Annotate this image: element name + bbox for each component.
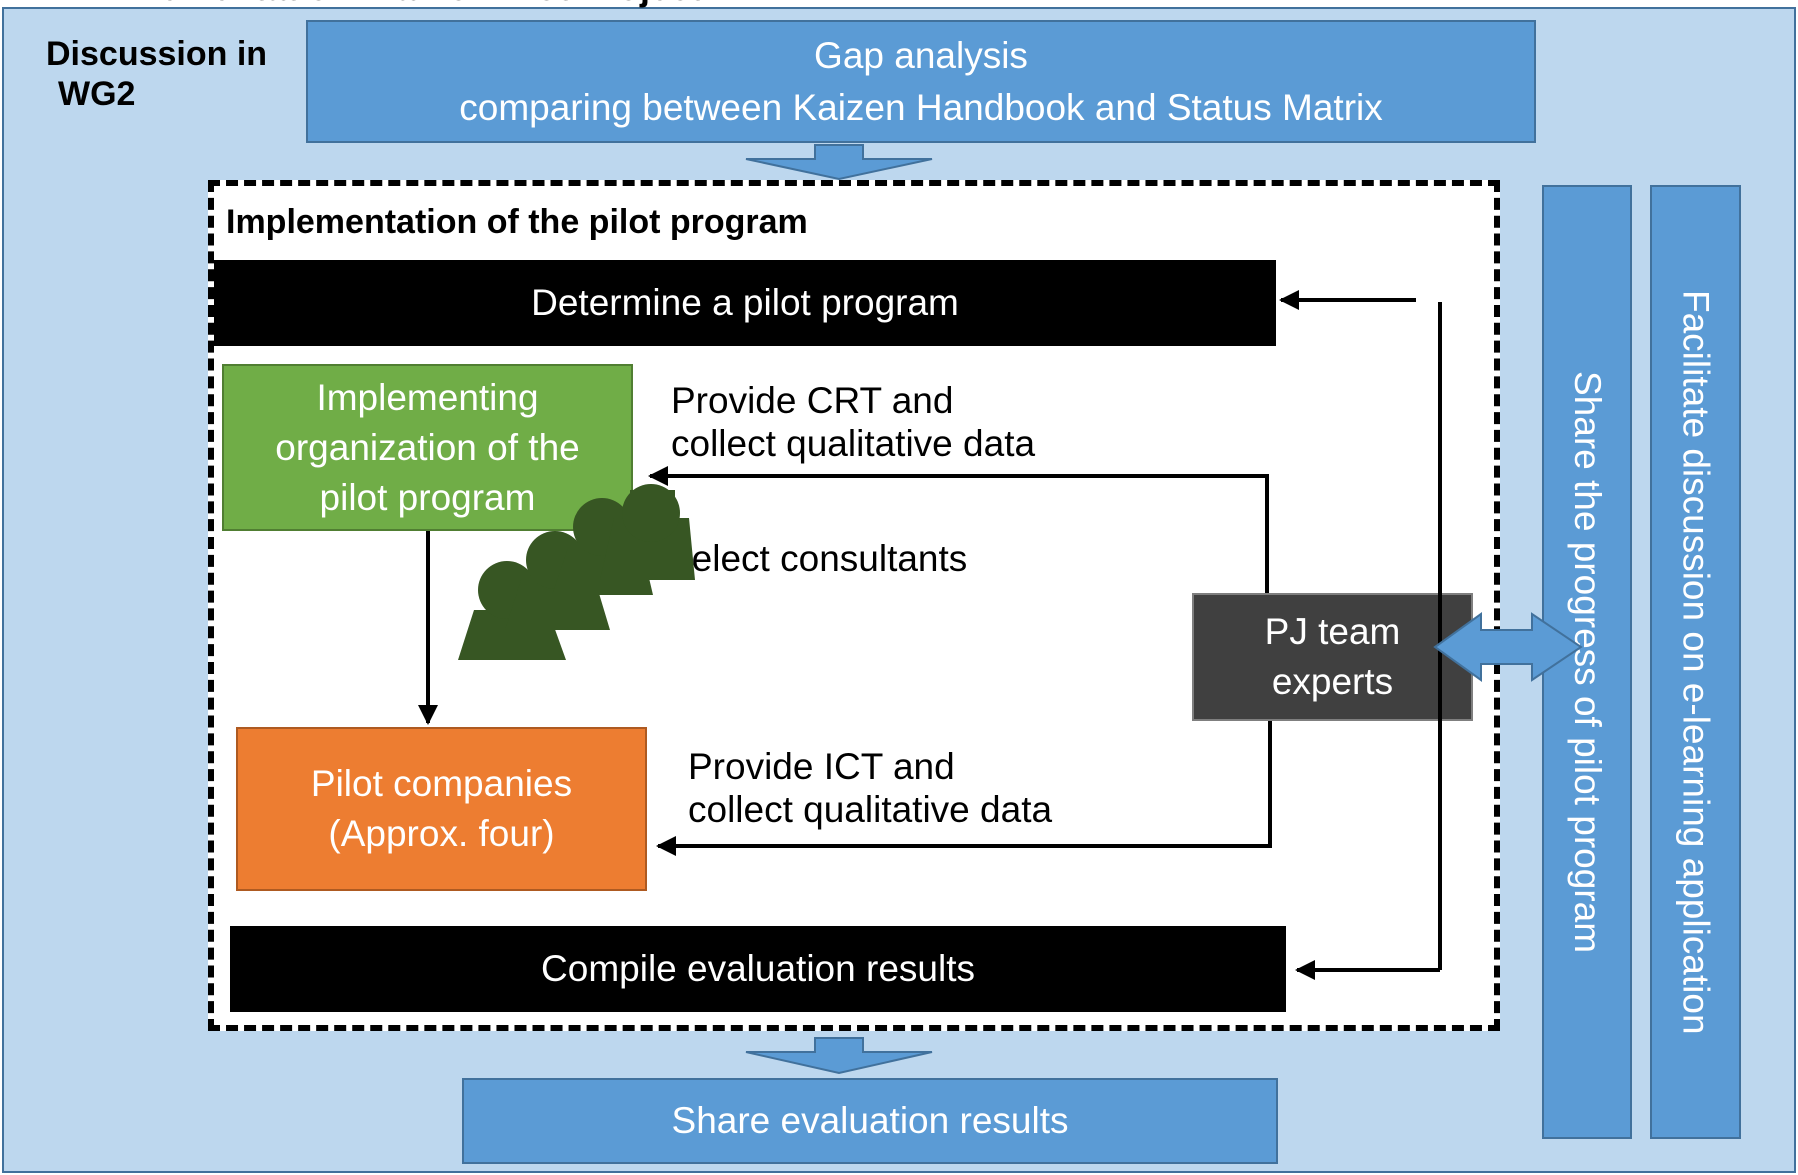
share-results-label: Share evaluation results [671,1100,1069,1141]
determine-pilot-step: Determine a pilot program [214,260,1276,346]
down-arrow-icon [745,1037,933,1075]
pj-to-org-connector [648,466,1269,593]
share-progress-label: Share the progress of pilot program [1567,370,1608,954]
pilot-program-frame-title: Implementation of the pilot program [226,203,808,241]
crt-label-line1: Provide CRT and [671,380,954,421]
gap-analysis-box: Gap analysis comparing between Kaizen Ha… [306,20,1536,143]
double-arrow-icon [1433,612,1583,682]
group-label: Discussion in WG2 [46,34,306,114]
crt-arrow-label: Provide CRT and collect qualitative data [671,379,1035,465]
pilot-companies-line1: Pilot companies [310,763,573,804]
ict-arrow-label: Provide ICT and collect qualitative data [688,745,1052,831]
pj-team-line1: PJ team [1264,611,1401,652]
gap-analysis-subtitle: comparing between Kaizen Handbook and St… [459,86,1383,128]
implementing-org-line1: Implementing [316,376,539,418]
share-results-box: Share evaluation results [462,1078,1278,1164]
pj-team-line2: experts [1271,661,1394,702]
group-label-line1: Discussion in [46,35,268,73]
facilitate-discussion-bar: Facilitate discussion on e-learning appl… [1650,185,1741,1139]
implementing-organization-box: Implementing organization of the pilot p… [222,364,633,531]
compile-results-label: Compile evaluation results [541,948,975,989]
down-arrow-icon [745,144,933,181]
ict-label-line1: Provide ICT and [688,746,955,787]
ict-label-line2: collect qualitative data [688,789,1053,830]
determine-pilot-label: Determine a pilot program [531,282,959,323]
people-group-icon [458,484,695,660]
implementing-org-line3: pilot program [319,476,536,518]
pj-to-companies-connector [656,721,1272,856]
pj-team-experts-box: PJ team experts [1192,593,1473,721]
implementing-org-line2: organization of the [275,426,580,468]
facilitate-discussion-label: Facilitate discussion on e-learning appl… [1675,289,1717,1035]
gap-analysis-title: Gap analysis [814,34,1028,76]
pilot-companies-box: Pilot companies (Approx. four) [236,727,647,891]
group-label-line2: WG2 [58,75,136,113]
pilot-companies-line2: (Approx. four) [328,813,555,854]
compile-results-step: Compile evaluation results [230,926,1286,1012]
page-heading-partial: lementation Plan of Pilot Project [150,0,850,8]
crt-label-line2: collect qualitative data [671,423,1036,464]
select-consultants-label: Select consultants [667,538,968,579]
